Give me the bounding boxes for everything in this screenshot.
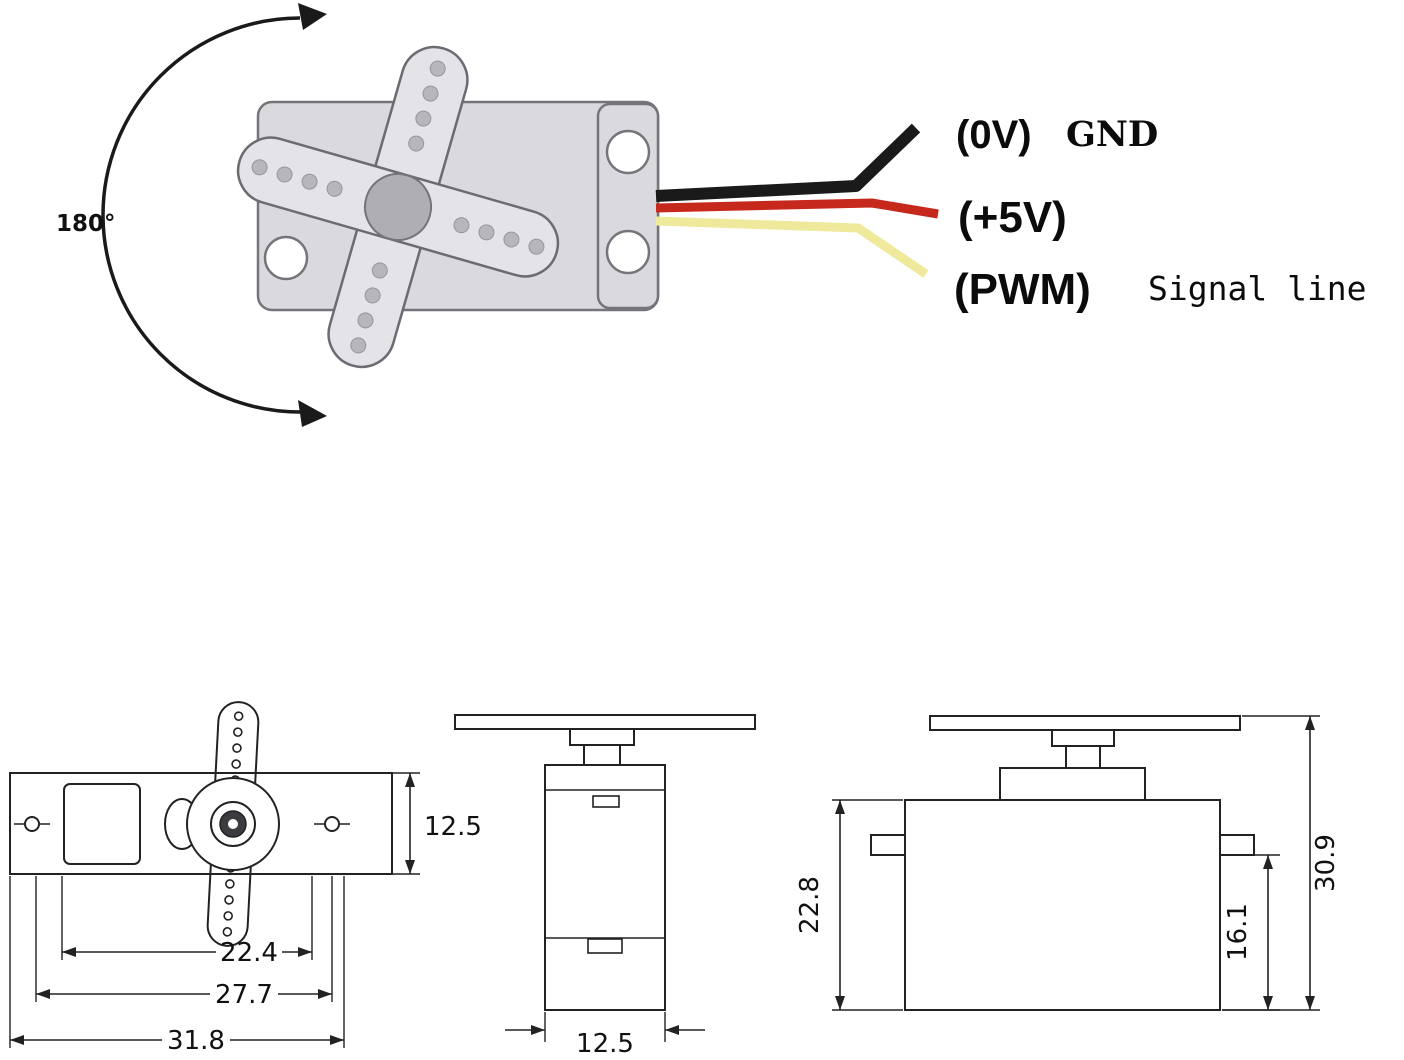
gnd-label: (0V)	[956, 113, 1032, 157]
signal-name-label: Signal line	[1148, 269, 1367, 308]
pwm-label: (PWM)	[954, 265, 1091, 314]
front-mount-span-dimension: 27.7	[35, 876, 333, 1010]
signal-wire-icon	[655, 216, 929, 278]
rear-tab-right	[1219, 834, 1255, 856]
rotation-arrow: 180°	[56, 3, 327, 427]
side-width-dimension: 12.5	[505, 1012, 705, 1059]
front-inner-window	[63, 783, 141, 865]
front-full-width-dimension: 31.8	[9, 876, 345, 1056]
rotation-arc	[101, 16, 301, 414]
rear-lower-height-dimension: 16.1	[1222, 854, 1280, 1011]
rotation-arrow-top-icon	[298, 3, 327, 30]
power-label: (+5V)	[958, 193, 1067, 242]
side-detail-top	[592, 795, 620, 808]
rear-horn-hub	[1051, 729, 1115, 747]
dim-rear-lower-height: 16.1	[1223, 903, 1253, 961]
mount-hole-top	[605, 129, 651, 175]
rear-tab-left	[870, 834, 906, 856]
dim-rear-total-height: 30.9	[1311, 834, 1341, 892]
power-wire-icon	[655, 198, 939, 219]
side-horn-hub	[569, 728, 635, 746]
ground-wire-icon	[655, 123, 921, 202]
rotation-arrow-bottom-icon	[298, 400, 327, 427]
rear-case	[904, 799, 1221, 1011]
dim-front-height: 12.5	[424, 812, 482, 842]
front-hub-center	[228, 819, 238, 829]
dim-front-hole-span: 22.4	[220, 938, 278, 968]
dim-side-width: 12.5	[576, 1029, 634, 1059]
rear-shaft	[1065, 745, 1101, 771]
side-shaft	[583, 744, 621, 766]
mount-hole-bottom	[605, 229, 651, 275]
rear-horn-bar	[929, 715, 1241, 731]
gnd-name-label: GND	[1066, 114, 1158, 155]
dim-front-mount-span: 27.7	[215, 980, 273, 1010]
front-case	[9, 772, 393, 875]
front-screw-hole-right	[324, 816, 340, 832]
servo-horn	[236, 45, 560, 369]
horn-holes	[251, 60, 545, 354]
wires	[655, 123, 939, 278]
dim-rear-body-height: 22.8	[795, 876, 825, 934]
mount-hole-left	[263, 235, 309, 281]
front-hole-span-dimension: 22.4	[61, 876, 313, 968]
side-view: 12.5	[454, 714, 756, 1059]
rotation-angle-label: 180°	[56, 211, 116, 237]
side-horn-bar	[454, 714, 756, 730]
dim-front-full-width: 31.8	[167, 1026, 225, 1056]
rear-gear-cap	[999, 767, 1146, 801]
servo-top-view: (0V) GND (+5V) (PWM) Signal line	[236, 45, 1367, 369]
wire-labels: (0V) GND (+5V) (PWM) Signal line	[954, 113, 1367, 314]
front-height-dimension: 12.5	[392, 772, 482, 875]
horn-hub	[364, 173, 432, 241]
rear-view: 22.8 16.1 30.9	[795, 715, 1341, 1011]
side-detail-bottom	[587, 938, 623, 954]
front-screw-hole-left	[24, 816, 40, 832]
front-view: 12.5 22.4 27.7 31.8	[9, 701, 482, 1056]
rear-total-height-dimension: 30.9	[1222, 715, 1341, 1011]
rear-body-height-dimension: 22.8	[795, 799, 903, 1011]
